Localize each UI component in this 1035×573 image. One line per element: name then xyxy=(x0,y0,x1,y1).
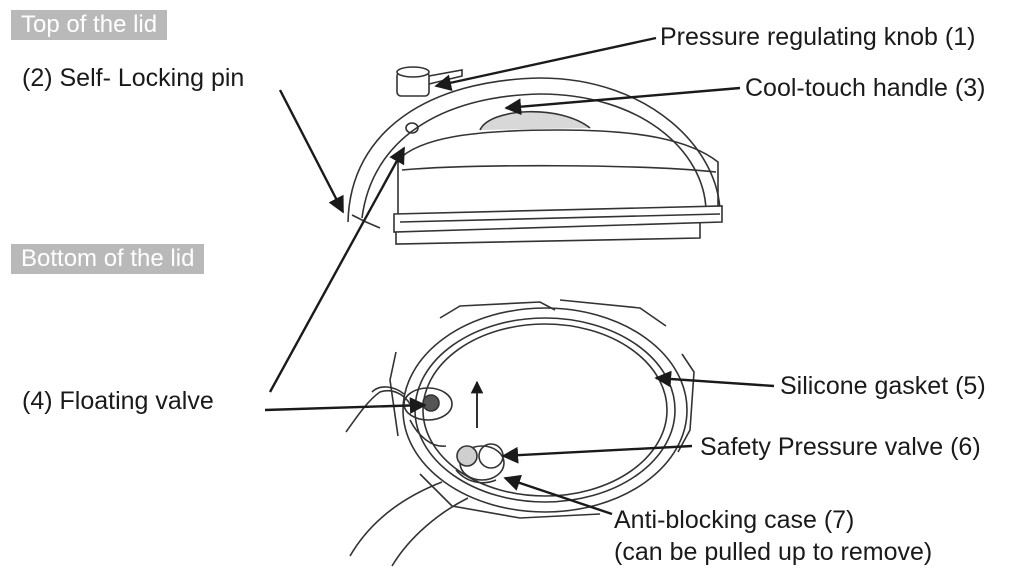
label-floating-valve: (4) Floating valve xyxy=(22,387,214,415)
label-locking-pin: (2) Self- Locking pin xyxy=(22,64,245,92)
label-handle: Cool-touch handle (3) xyxy=(745,74,986,102)
section-tag-bottom: Bottom of the lid xyxy=(11,244,205,274)
section-tag-top: Top of the lid xyxy=(11,10,168,40)
callout-arrows xyxy=(264,36,775,516)
label-anti-block: Anti-blocking case (7) xyxy=(614,506,855,534)
label-gasket: Silicone gasket (5) xyxy=(780,372,986,400)
label-pressure-knob: Pressure regulating knob (1) xyxy=(660,23,976,51)
label-safety-valve: Safety Pressure valve (6) xyxy=(700,433,981,461)
lid-top-illustration xyxy=(347,66,723,245)
lid-bottom-illustration xyxy=(345,299,695,567)
label-anti-block-note: (can be pulled up to remove) xyxy=(614,538,933,566)
